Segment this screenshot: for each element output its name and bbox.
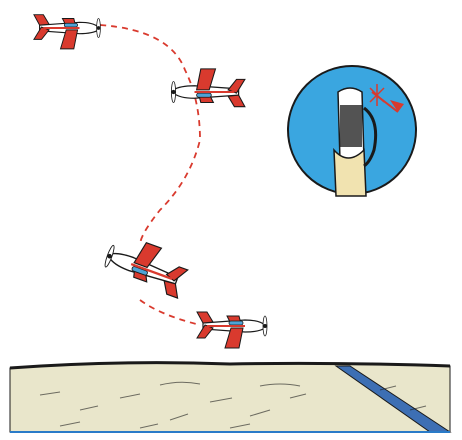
airplane-spin-icon	[102, 232, 192, 298]
airplane-climbing-turn-icon	[171, 69, 245, 107]
airplane-level-flight-icon	[34, 15, 101, 49]
flight-path	[100, 25, 200, 325]
airplane-recovery-icon	[197, 312, 267, 348]
control-stick-inset	[288, 66, 416, 196]
ground	[10, 363, 450, 432]
